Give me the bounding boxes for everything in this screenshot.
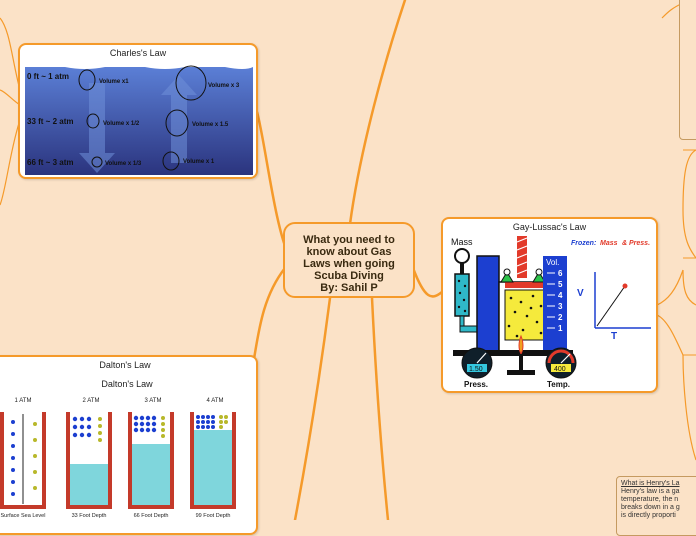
- gay-vol-tick-2: 2: [558, 313, 563, 322]
- gay-vol-tick-3: 3: [558, 302, 563, 311]
- gay-frozen-press: & Press.: [622, 240, 650, 247]
- gay-lussac-title: Gay-Lussac's Law: [512, 222, 587, 232]
- gay-vol-tick-1: 1: [558, 324, 563, 333]
- henry-law-line-3: breaks down in a g: [621, 504, 680, 511]
- central-line-3: Laws when going: [303, 258, 395, 270]
- henry-law-link[interactable]: What is Henry's La: [621, 480, 680, 487]
- gay-frozen-mass: Mass: [600, 240, 618, 247]
- charles-up-3: Volume x 1: [183, 159, 215, 165]
- charles-depth-1: 0 ft ~ 1 atm: [27, 72, 69, 81]
- charles-up-2: Volume x 1.5: [192, 122, 229, 128]
- top-right-node[interactable]: [679, 0, 696, 140]
- henry-law-line-1: Henry's law is a ga: [621, 488, 680, 495]
- dalton-law-image: Dalton's Law 1 ATM 2 ATM 3 ATM 4 ATM: [0, 374, 256, 524]
- dalton-caption-3: 66 Foot Depth: [134, 513, 169, 519]
- henry-law-line-2: temperature, the n: [621, 496, 679, 503]
- charles-law-node[interactable]: Charles's Law 0 ft ~ 1 atm 33 ft ~ 2 atm…: [18, 43, 258, 179]
- central-line-1: What you need to: [303, 234, 395, 246]
- gay-axis-t: T: [611, 331, 617, 342]
- gay-vol-tick-5: 5: [558, 280, 563, 289]
- charles-depth-2: 33 ft ~ 2 atm: [27, 117, 73, 126]
- gay-lussac-law-node[interactable]: Gay-Lussac's Law Mass: [441, 217, 658, 393]
- central-line-2: know about Gas: [306, 246, 392, 258]
- gay-axis-v: V: [577, 288, 584, 299]
- central-line-5: By: Sahil P: [320, 282, 378, 294]
- gay-vol-label: Vol.: [546, 258, 559, 267]
- mind-map-branches: [0, 0, 696, 520]
- charles-law-image: 0 ft ~ 1 atm 33 ft ~ 2 atm 66 ft ~ 3 atm…: [25, 63, 253, 177]
- charles-down-1: Volume x1: [99, 79, 129, 85]
- gay-vol-tick-4: 4: [558, 291, 563, 300]
- charles-law-title: Charles's Law: [109, 48, 167, 58]
- dalton-atm-4: 4 ATM: [207, 398, 224, 404]
- dalton-caption-1: Surface Sea Level: [1, 513, 46, 519]
- charles-depth-3: 66 ft ~ 3 atm: [27, 158, 73, 167]
- gay-press-value: 1.50: [469, 366, 483, 373]
- dalton-law-title: Dalton's Law: [99, 360, 151, 370]
- dalton-caption-4: 99 Foot Depth: [196, 513, 231, 519]
- central-line-4: Scuba Diving: [314, 270, 384, 282]
- gay-lussac-image: Mass: [447, 236, 654, 390]
- henry-law-line-4: is directly proporti: [621, 512, 676, 519]
- dalton-atm-1: 1 ATM: [15, 398, 32, 404]
- henry-law-note[interactable]: What is Henry's La Henry's law is a ga t…: [616, 476, 696, 536]
- charles-down-3: Volume x 1/3: [105, 161, 142, 167]
- dalton-inner-title: Dalton's Law: [101, 379, 153, 389]
- gay-mass-label: Mass: [451, 237, 473, 247]
- dalton-law-node[interactable]: Dalton's Law Dalton's Law 1 ATM 2 ATM 3 …: [0, 355, 258, 535]
- charles-up-1: Volume x 3: [208, 83, 240, 89]
- gay-press-label: Press.: [464, 380, 488, 389]
- dalton-atm-3: 3 ATM: [145, 398, 162, 404]
- gay-frozen-prefix: Frozen:: [571, 240, 596, 247]
- gay-temp-value: 400: [554, 366, 566, 373]
- central-topic[interactable]: What you need to know about Gas Laws whe…: [283, 222, 415, 298]
- gay-vol-tick-6: 6: [558, 269, 563, 278]
- charles-down-2: Volume x 1/2: [103, 121, 140, 127]
- dalton-caption-2: 33 Foot Depth: [72, 513, 107, 519]
- gay-temp-label: Temp.: [547, 380, 570, 389]
- dalton-atm-2: 2 ATM: [83, 398, 100, 404]
